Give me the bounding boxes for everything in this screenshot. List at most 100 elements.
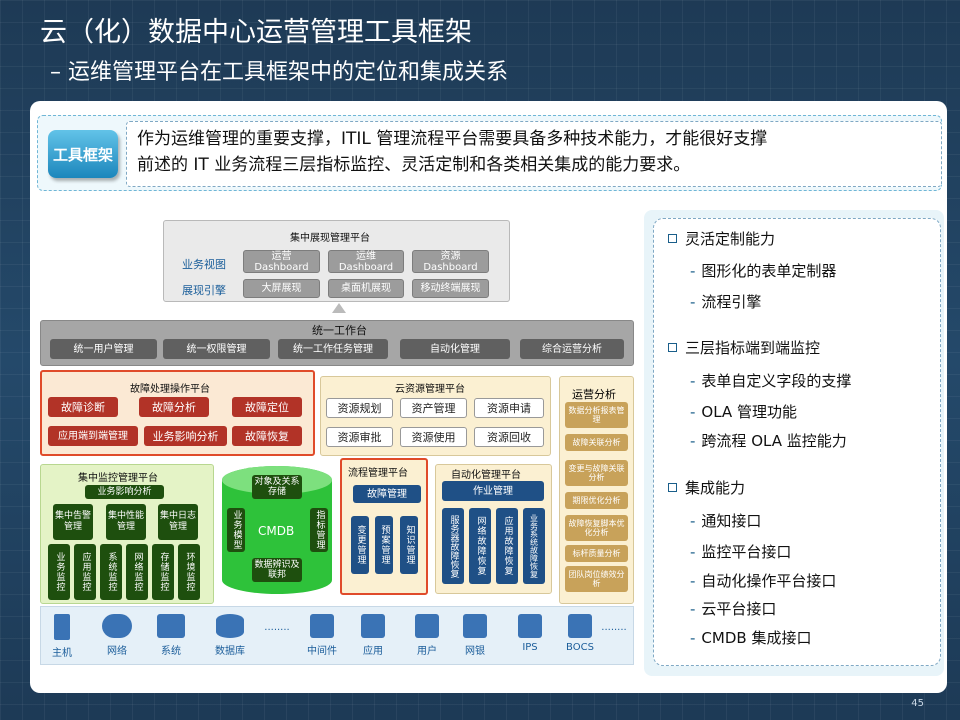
intro-line-1: 作为运维管理的重要支撑，ITIL 管理流程平台需要具备多种技术能力，才能很好支撑 bbox=[137, 129, 768, 149]
arrow-up-icon bbox=[332, 303, 346, 313]
res-approve: 资源审批 bbox=[326, 427, 393, 447]
display-platform-title: 集中展现管理平台 bbox=[290, 233, 370, 244]
ops-item-5: 故障恢复脚本优化分析 bbox=[565, 515, 628, 541]
network-cloud-icon: 网络 bbox=[100, 614, 134, 657]
plan-mgmt: 预案管理 bbox=[375, 516, 393, 574]
cap-item-text: 自动化操作平台接口 bbox=[701, 572, 837, 590]
cmdb-objects: 对象及关系存储 bbox=[252, 475, 302, 499]
bullet-square-icon bbox=[668, 343, 677, 352]
middleware-icon: 中间件 bbox=[302, 614, 342, 657]
biz-recovery: 业务系统故障恢复 bbox=[523, 508, 545, 584]
cap-item: -通知接口 bbox=[690, 510, 761, 531]
bocs-label: BOCS bbox=[566, 642, 594, 653]
cap-head-1-text: 灵活定制能力 bbox=[685, 230, 776, 248]
fault-location: 故障定位 bbox=[232, 397, 302, 417]
cap-item: -云平台接口 bbox=[690, 598, 776, 619]
cap-head-2: 三层指标端到端监控 bbox=[668, 337, 820, 358]
res-use: 资源使用 bbox=[400, 427, 467, 447]
ellipsis-2: ........ bbox=[601, 622, 627, 633]
dash-icon: - bbox=[690, 629, 696, 647]
cap-item-text: OLA 管理功能 bbox=[701, 403, 797, 421]
ellipsis-1: ........ bbox=[264, 622, 290, 633]
fault-analysis: 故障分析 bbox=[139, 397, 209, 417]
user-icon: 用户 bbox=[412, 614, 442, 657]
cap-head-1: 灵活定制能力 bbox=[668, 228, 775, 249]
cmdb-label: CMDB bbox=[258, 524, 295, 538]
middleware-label: 中间件 bbox=[307, 646, 337, 657]
cap-item-text: 表单自定义字段的支撑 bbox=[701, 372, 852, 390]
resource-dashboard: 资源 Dashboard bbox=[412, 250, 489, 273]
page-number: 45 bbox=[911, 698, 924, 709]
cmdb-federation: 数据辨识及联邦 bbox=[252, 558, 302, 582]
log-mgmt: 集中日志管理 bbox=[158, 504, 198, 540]
app-e2e: 应用端到端管理 bbox=[48, 426, 138, 446]
bullet-square-icon bbox=[668, 234, 677, 243]
maint-dashboard: 运维 Dashboard bbox=[328, 250, 404, 273]
res-plan: 资源规划 bbox=[326, 398, 393, 418]
system-icon: 系统 bbox=[154, 614, 188, 657]
ops-item-6: 标杆质量分析 bbox=[565, 545, 628, 562]
cap-item: -CMDB 集成接口 bbox=[690, 627, 811, 648]
ops-item-4: 期限优化分析 bbox=[565, 492, 628, 509]
display-engine-label: 展现引擎 bbox=[182, 284, 226, 297]
user-label: 用户 bbox=[417, 646, 437, 657]
network-label: 网络 bbox=[107, 646, 127, 657]
business-view-label: 业务视图 bbox=[182, 258, 226, 271]
dash-icon: - bbox=[690, 262, 696, 280]
ops-analysis-title: 运营分析 bbox=[572, 388, 616, 401]
cap-item: -跨流程 OLA 监控能力 bbox=[690, 430, 847, 451]
mon-biz: 业务监控 bbox=[48, 544, 70, 600]
res-apply: 资源申请 bbox=[474, 398, 544, 418]
dash-icon: - bbox=[690, 432, 696, 450]
bullet-square-icon bbox=[668, 483, 677, 492]
ebank-label: 网银 bbox=[465, 646, 485, 657]
change-mgmt: 变更管理 bbox=[351, 516, 369, 574]
wb-task: 统一工作任务管理 bbox=[278, 339, 388, 359]
cap-item: -自动化操作平台接口 bbox=[690, 570, 836, 591]
cap-head-3-text: 集成能力 bbox=[685, 479, 746, 497]
cap-item-text: 监控平台接口 bbox=[701, 543, 792, 561]
framework-badge: 工具框架 bbox=[48, 130, 118, 178]
cap-item-text: 云平台接口 bbox=[701, 600, 777, 618]
cloud-platform-title: 云资源管理平台 bbox=[395, 384, 465, 395]
cmdb-metrics: 指标管理 bbox=[310, 508, 328, 552]
app-recovery: 应用故障恢复 bbox=[496, 508, 518, 584]
wb-user: 统一用户管理 bbox=[50, 339, 157, 359]
fault-mgmt: 故障管理 bbox=[353, 485, 421, 503]
mon-app: 应用监控 bbox=[74, 544, 96, 600]
asset-mgmt: 资产管理 bbox=[400, 398, 467, 418]
intro-text: 作为运维管理的重要支撑，ITIL 管理流程平台需要具备多种技术能力，才能很好支撑… bbox=[126, 121, 942, 187]
ops-item-1: 数据分析报表管理 bbox=[565, 402, 628, 428]
dash-icon: - bbox=[690, 293, 696, 311]
wb-permission: 统一权限管理 bbox=[163, 339, 270, 359]
system-label: 系统 bbox=[161, 646, 181, 657]
res-recycle: 资源回收 bbox=[474, 427, 544, 447]
bigscreen-display: 大屏展现 bbox=[243, 279, 320, 298]
workbench-title: 统一工作台 bbox=[312, 324, 367, 337]
job-mgmt: 作业管理 bbox=[442, 481, 544, 501]
knowledge-mgmt: 知识管理 bbox=[400, 516, 418, 574]
ops-item-2: 故障关联分析 bbox=[565, 434, 628, 451]
cmdb-biz-model: 业务模型 bbox=[227, 508, 245, 552]
monitor-impact: 业务影响分析 bbox=[85, 485, 164, 499]
cap-item-text: 图形化的表单定制器 bbox=[701, 262, 837, 280]
perf-mgmt: 集中性能管理 bbox=[106, 504, 146, 540]
wb-automation: 自动化管理 bbox=[400, 339, 510, 359]
cap-item: -图形化的表单定制器 bbox=[690, 260, 836, 281]
ops-item-3: 变更与故障关联分析 bbox=[565, 460, 628, 486]
capabilities-panel bbox=[653, 218, 941, 666]
app-icon: 应用 bbox=[358, 614, 388, 657]
alarm-mgmt: 集中告警管理 bbox=[53, 504, 93, 540]
ops-item-7: 团队岗位绩效分析 bbox=[565, 566, 628, 592]
slide-subtitle: – 运维管理平台在工具框架中的定位和集成关系 bbox=[50, 60, 508, 85]
app-label: 应用 bbox=[363, 646, 383, 657]
mon-env: 环境监控 bbox=[178, 544, 200, 600]
fault-platform-title: 故障处理操作平台 bbox=[130, 384, 210, 395]
intro-line-2: 前述的 IT 业务流程三层指标监控、灵活定制和各类相关集成的能力要求。 bbox=[137, 155, 691, 175]
wb-analysis: 综合运营分析 bbox=[520, 339, 624, 359]
ebank-icon: 网银 bbox=[460, 614, 490, 657]
cap-item: -OLA 管理功能 bbox=[690, 401, 797, 422]
fault-diagnosis: 故障诊断 bbox=[48, 397, 118, 417]
fault-recovery: 故障恢复 bbox=[232, 426, 302, 446]
